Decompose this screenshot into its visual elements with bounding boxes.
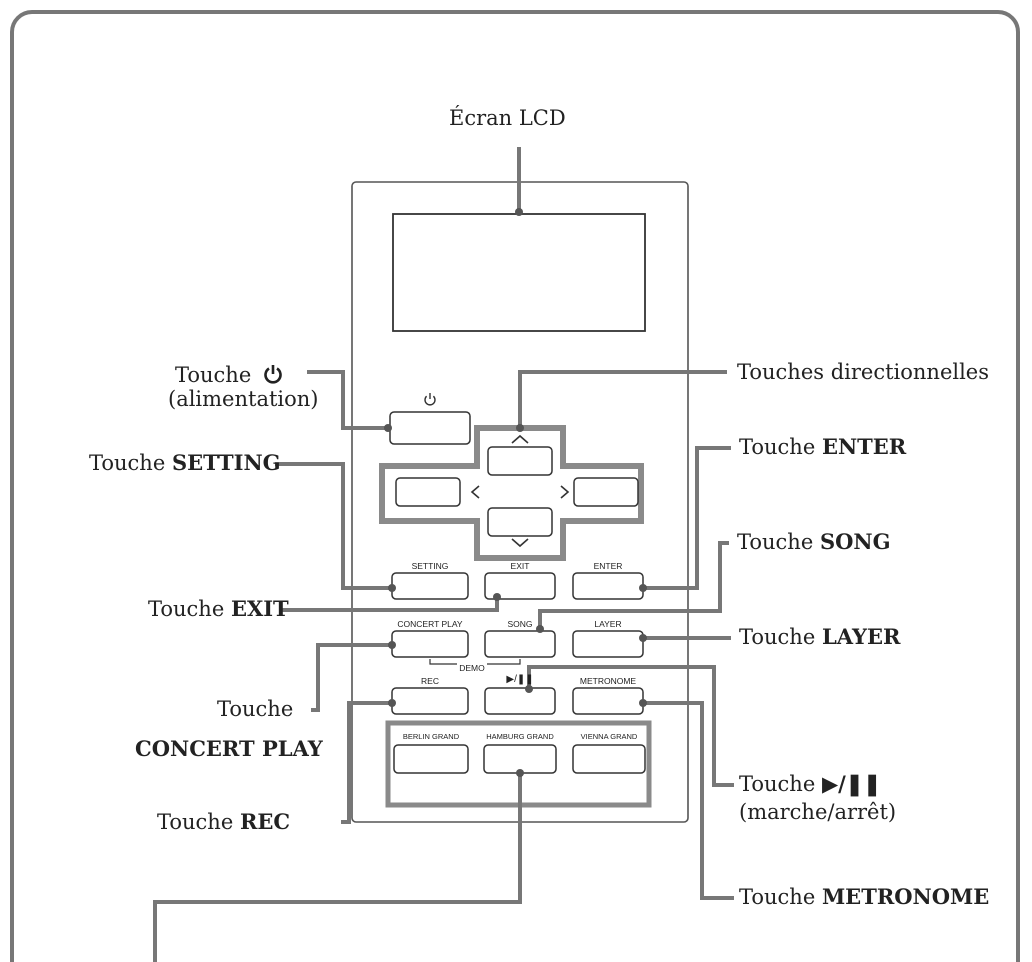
label-enter: Touche ENTER [739,434,907,460]
leader-grand [153,773,522,962]
label-exit-pre: Touche [148,597,231,621]
label-power-sub: (alimentation) [168,387,319,411]
exit-button[interactable] [484,572,556,600]
label-setting: Touche SETTING [89,450,281,476]
leader-metronome [643,701,734,900]
panel-label-demo: DEMO [459,663,485,673]
label-layer-bold: LAYER [821,624,901,649]
power-icon [264,365,282,384]
panel-label-layer: LAYER [594,619,622,629]
vienna-grand-button[interactable] [572,744,646,774]
panel-label-exit: EXIT [510,561,530,571]
panel-label-metronome: METRONOME [579,676,637,686]
label-cursor: Touches directionnelles [737,360,990,384]
leader-cursor [518,370,727,428]
chevron-down-icon [511,538,529,548]
chevron-left-icon [470,485,480,499]
panel-label-enter: ENTER [593,561,623,571]
chevron-up-icon [511,434,529,444]
cursor-right-button[interactable] [573,477,639,507]
label-exit: Touche EXIT [148,596,289,622]
song-button[interactable] [484,630,556,658]
label-rec-pre: Touche [157,810,240,834]
label-song: Touche SONG [737,529,891,555]
label-play-bold: ▶/❚❚ [821,771,881,796]
panel-label-hamburg-grand: HAMBURG GRAND [486,732,554,741]
setting-button[interactable] [391,572,469,600]
label-enter-pre: Touche [739,435,822,459]
leader-play [527,665,734,787]
label-layer: Touche LAYER [739,624,901,650]
layer-button[interactable] [572,630,644,658]
label-enter-bold: ENTER [821,434,907,459]
panel-label-play-pause: ▶/❚❚ [506,674,534,685]
label-song-pre: Touche [737,530,820,554]
panel-label-rec: REC [421,676,439,686]
label-layer-pre: Touche [739,625,822,649]
leader-song [538,541,729,629]
label-setting-bold: SETTING [171,450,281,475]
panel-label-vienna-grand: VIENNA GRAND [580,732,638,741]
enter-button[interactable] [572,572,644,600]
concert-play-button[interactable] [391,630,469,658]
leader-power [307,370,388,430]
leader-rec [341,701,392,824]
label-play-pre: Touche [739,772,822,796]
leader-lines [153,147,734,962]
power-button[interactable] [389,411,471,445]
label-lcd: Écran LCD [449,106,566,130]
label-power-text: Touche [175,363,252,387]
play-pause-button[interactable] [484,687,556,715]
label-play: Touche ▶/❚❚ [739,771,881,797]
label-metronome-bold: METRONOME [821,884,990,909]
label-rec: Touche REC [157,809,291,835]
cursor-up-button[interactable] [487,446,553,476]
panel-label-setting: SETTING [411,561,449,571]
label-concert-bold: CONCERT PLAY [135,737,323,761]
label-metronome-pre: Touche [739,885,822,909]
label-exit-bold: EXIT [230,596,289,621]
leader-concert [311,643,392,712]
berlin-grand-button[interactable] [393,744,469,774]
label-setting-pre: Touche [89,451,172,475]
panel-label-concert-play: CONCERT PLAY [397,619,463,629]
hamburg-grand-button[interactable] [483,744,557,774]
lcd-screen [392,213,646,332]
label-concert-bold-text: CONCERT PLAY [135,736,323,761]
label-power: Touche [175,360,282,387]
power-icon [424,393,436,406]
demo-bracket [429,659,521,665]
label-concert: Touche [217,697,294,721]
cursor-left-button[interactable] [395,477,461,507]
label-play-sub: (marche/arrêt) [739,800,897,824]
label-song-bold: SONG [819,529,891,554]
panel-label-song: SONG [507,619,533,629]
panel-label-berlin-grand: BERLIN GRAND [402,732,460,741]
leader-setting [275,462,392,590]
label-metronome: Touche METRONOME [739,884,990,910]
leader-exit [281,597,499,612]
rec-button[interactable] [391,687,469,715]
cursor-down-button[interactable] [487,507,553,537]
leader-enter [643,446,731,590]
metronome-button[interactable] [572,687,644,715]
chevron-right-icon [560,485,570,499]
label-rec-bold: REC [239,809,291,834]
leader-dots [384,208,647,777]
cursor-plate [379,425,644,561]
